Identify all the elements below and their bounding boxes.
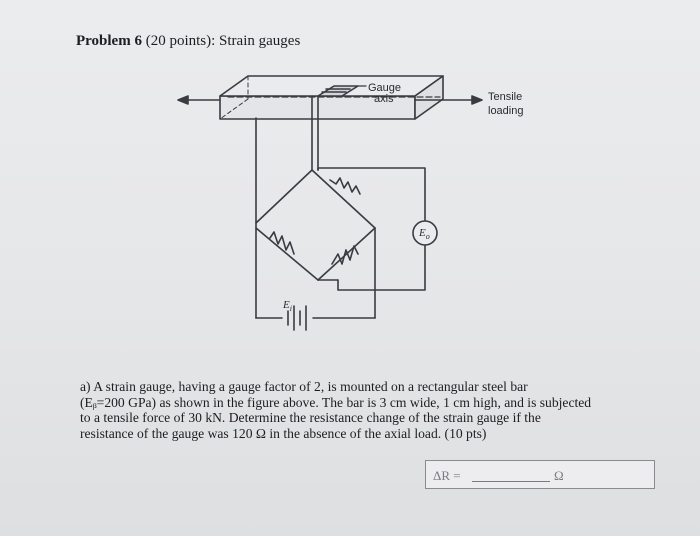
question-line: (Eᵦ=200 GPa) as shown in the figure abov… (80, 394, 592, 410)
problem-heading: Problem 6 (76, 33, 142, 49)
resistor-left (269, 231, 295, 255)
strain-gauge-figure: Gauge axis Tensile loading Ei Eo (170, 68, 540, 338)
gauge-axis-label-2: axis (374, 93, 394, 105)
bridge-wiring (255, 95, 426, 331)
tensile-arrow-left (177, 95, 221, 105)
resistor-right (331, 245, 359, 265)
source-voltage-label: Ei (282, 299, 292, 313)
problem-title: Problem 6 (20 points): Strain gauges (76, 33, 300, 50)
tensile-arrow-right (414, 95, 483, 105)
question-text: a) A strain gauge, having a gauge factor… (80, 379, 670, 441)
tensile-loading-label-1: Tensile (488, 91, 522, 103)
gauge-axis-label-1: Gauge (368, 82, 401, 94)
resistor-top (329, 177, 361, 195)
answer-label: ΔR = (433, 468, 461, 483)
strain-gauge-element (317, 85, 367, 97)
output-meter (412, 220, 438, 246)
tensile-loading-label-2: loading (488, 105, 523, 117)
question-line: resistance of the gauge was 120 Ω in the… (80, 425, 487, 441)
question-line: a) A strain gauge, having a gauge factor… (80, 379, 528, 394)
answer-box[interactable]: ΔR = Ω (425, 460, 655, 489)
answer-unit: Ω (554, 468, 564, 483)
answer-input-line[interactable] (472, 481, 550, 482)
steel-bar (219, 75, 444, 120)
wheatstone-bridge-diagram: Gauge axis Tensile loading Ei Eo (177, 75, 523, 331)
output-voltage-label: Eo (418, 227, 430, 241)
problem-points: (20 points): Strain gauges (145, 33, 301, 49)
question-line: to a tensile force of 30 kN. Determine t… (80, 410, 541, 425)
